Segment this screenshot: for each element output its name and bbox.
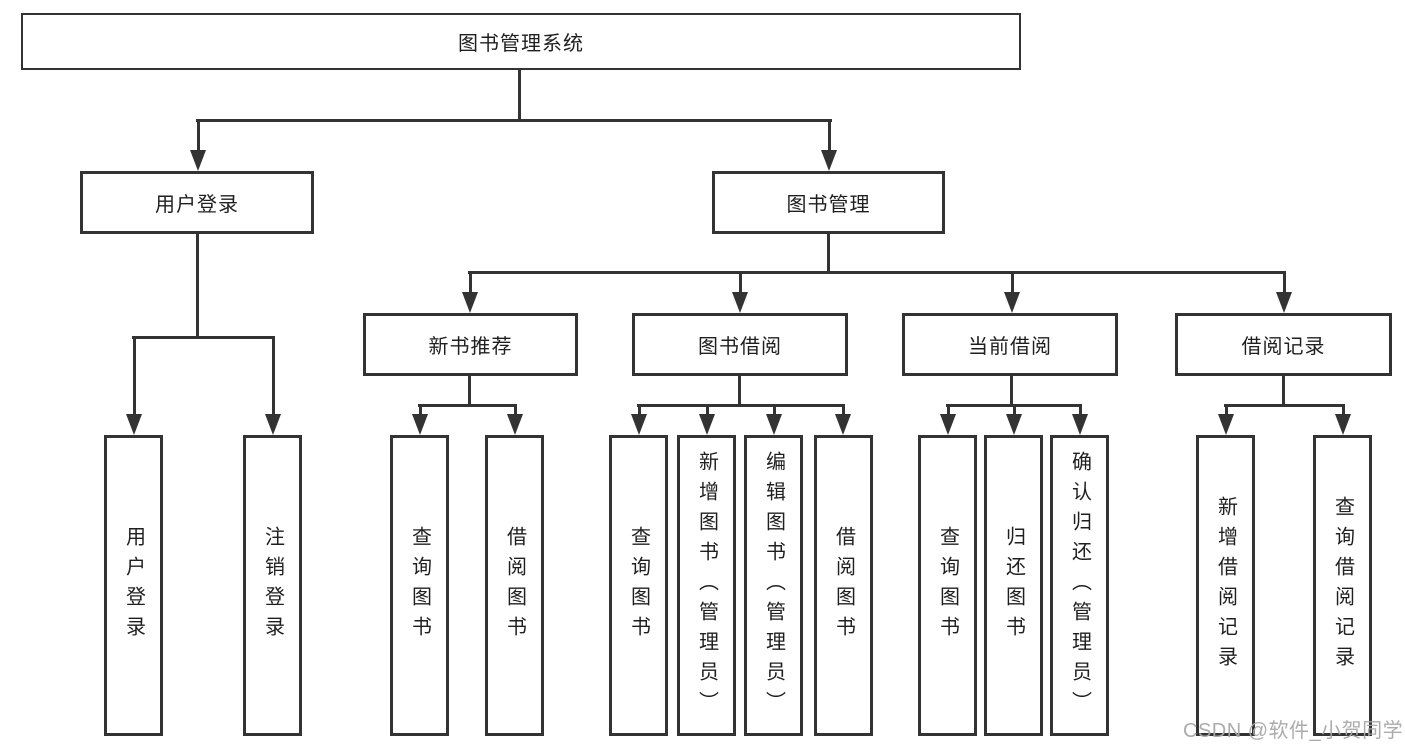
- leaf-confirm-return-admin: 确认归还（管理员）: [1050, 435, 1109, 736]
- leaf-label: 查询图书: [627, 525, 650, 646]
- arrow-to-leaf-query-books-1: [412, 404, 428, 435]
- leaf-label: 归还图书: [1002, 525, 1025, 646]
- arrowhead-icon: [835, 414, 851, 435]
- arrowhead-icon: [1276, 292, 1292, 313]
- arrow-to-user-login: [190, 119, 206, 171]
- connector-level2-rail: [196, 119, 832, 122]
- leaf-query-borrow-record: 查询借阅记录: [1313, 435, 1372, 736]
- connector-user-login-stem: [196, 234, 199, 336]
- arrowhead-icon: [1006, 414, 1022, 435]
- arrowhead-icon: [190, 150, 206, 171]
- arrow-to-leaf-logout: [265, 336, 281, 435]
- arrowhead-icon: [699, 414, 715, 435]
- arrowhead-icon: [462, 292, 478, 313]
- arrowhead-icon: [766, 414, 782, 435]
- connector-book-borrow-stem: [738, 376, 741, 404]
- arrowhead-icon: [412, 414, 428, 435]
- connector-level3-rail: [468, 271, 1286, 274]
- leaf-add-borrow-record: 新增借阅记录: [1196, 435, 1255, 736]
- arrow-to-leaf-add-book: [699, 404, 715, 435]
- leaf-borrow-books-2: 借阅图书: [814, 435, 873, 736]
- arrow-to-leaf-query-books-2: [631, 404, 647, 435]
- arrow-to-current-borrow: [1004, 271, 1020, 313]
- connector-root-stem: [518, 69, 521, 119]
- arrowhead-icon: [265, 414, 281, 435]
- leaf-borrow-books-1: 借阅图书: [485, 435, 544, 736]
- connector-new-book-recommend-rail: [418, 404, 516, 407]
- leaf-label: 查询借阅记录: [1331, 495, 1354, 676]
- arrow-to-leaf-borrow-books-1: [507, 404, 523, 435]
- leaf-label: 借阅图书: [832, 525, 855, 646]
- arrowhead-icon: [1218, 414, 1234, 435]
- arrow-to-leaf-return-book: [1006, 404, 1022, 435]
- connector-book-borrow-rail: [637, 404, 845, 407]
- node-new-book-recommend: 新书推荐: [363, 313, 578, 376]
- arrow-to-leaf-add-borrow-record: [1218, 404, 1234, 435]
- leaf-query-books-2: 查询图书: [609, 435, 668, 736]
- leaf-query-books-1: 查询图书: [390, 435, 449, 736]
- connector-new-book-recommend-stem: [468, 376, 471, 404]
- arrowhead-icon: [821, 150, 837, 171]
- node-borrow-records: 借阅记录: [1175, 313, 1392, 376]
- leaf-label: 查询图书: [408, 525, 431, 646]
- leaf-logout: 注销登录: [243, 435, 302, 736]
- arrow-to-leaf-confirm-return: [1072, 404, 1088, 435]
- leaf-label: 编辑图书（管理员）: [762, 450, 785, 721]
- arrow-to-borrow-records: [1276, 271, 1292, 313]
- leaf-query-books-3: 查询图书: [918, 435, 977, 736]
- leaf-label: 新增借阅记录: [1214, 495, 1237, 676]
- connector-book-management-stem: [827, 234, 830, 271]
- leaf-user-login: 用户登录: [104, 435, 163, 736]
- arrow-to-leaf-user-login: [126, 336, 142, 435]
- arrowhead-icon: [631, 414, 647, 435]
- arrowhead-icon: [1072, 414, 1088, 435]
- node-book-borrow: 图书借阅: [632, 313, 848, 376]
- leaf-label: 查询图书: [936, 525, 959, 646]
- leaf-return-book: 归还图书: [984, 435, 1043, 736]
- connector-current-borrow-stem: [1010, 376, 1013, 404]
- leaf-label: 注销登录: [261, 525, 284, 646]
- leaf-label: 借阅图书: [503, 525, 526, 646]
- csdn-watermark: CSDN @软件_小贺同学: [1183, 720, 1404, 742]
- arrowhead-icon: [1004, 292, 1020, 313]
- node-book-management: 图书管理: [712, 171, 945, 234]
- leaf-add-book-admin: 新增图书（管理员）: [677, 435, 736, 736]
- arrowhead-icon: [507, 414, 523, 435]
- arrowhead-icon: [732, 292, 748, 313]
- connector-user-login-rail: [132, 336, 274, 339]
- arrow-to-leaf-query-books-3: [940, 404, 956, 435]
- arrow-to-new-book-recommend: [462, 271, 478, 313]
- arrow-to-leaf-borrow-books-2: [835, 404, 851, 435]
- leaf-label: 新增图书（管理员）: [695, 450, 718, 721]
- node-library-management-system: 图书管理系统: [21, 13, 1021, 70]
- arrow-to-book-borrow: [732, 271, 748, 313]
- arrow-to-leaf-query-borrow-record: [1335, 404, 1351, 435]
- connector-borrow-records-rail: [1224, 404, 1344, 407]
- node-user-login: 用户登录: [80, 171, 314, 234]
- arrow-to-leaf-edit-book: [766, 404, 782, 435]
- arrowhead-icon: [1335, 414, 1351, 435]
- connector-borrow-records-stem: [1282, 376, 1285, 404]
- node-current-borrow: 当前借阅: [902, 313, 1118, 376]
- arrowhead-icon: [940, 414, 956, 435]
- leaf-label: 确认归还（管理员）: [1068, 450, 1091, 721]
- arrow-to-book-management: [821, 119, 837, 171]
- leaf-label: 用户登录: [122, 525, 145, 646]
- arrowhead-icon: [126, 414, 142, 435]
- leaf-edit-book-admin: 编辑图书（管理员）: [744, 435, 803, 736]
